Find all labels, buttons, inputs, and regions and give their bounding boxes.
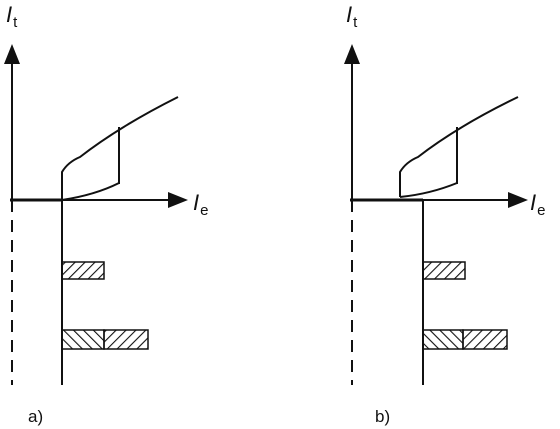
panel-a-x-axis-label: Ie [193,190,208,219]
panel-b-bar-long-left [422,329,464,350]
panel-b-y-axis-label: It [346,2,358,31]
panel-a-bar-long-left [61,329,105,350]
panel-a-label: a) [28,407,43,426]
panel-a-upper-curve [61,96,179,200]
panel-b-lower-curve [399,182,458,198]
panel-b-label: b) [375,407,390,426]
panel-a-y-axis-label: It [6,2,18,31]
panel-b-y-arrowhead [344,44,360,64]
panel-b-bar-long-right [462,329,508,350]
panel-b-x-arrowhead [508,192,528,208]
panel-a-bar-short [61,261,105,280]
panel-b [344,44,528,385]
panel-a-x-arrowhead [168,192,188,208]
panel-b-bar-short [422,261,466,280]
panel-a [4,44,188,385]
panel-a-lower-curve [61,182,120,201]
panel-b-upper-curve [399,96,519,197]
panel-a-y-arrowhead [4,44,20,64]
panel-a-bar-long-right [103,329,149,350]
panel-b-x-axis-label: Ie [530,190,545,219]
